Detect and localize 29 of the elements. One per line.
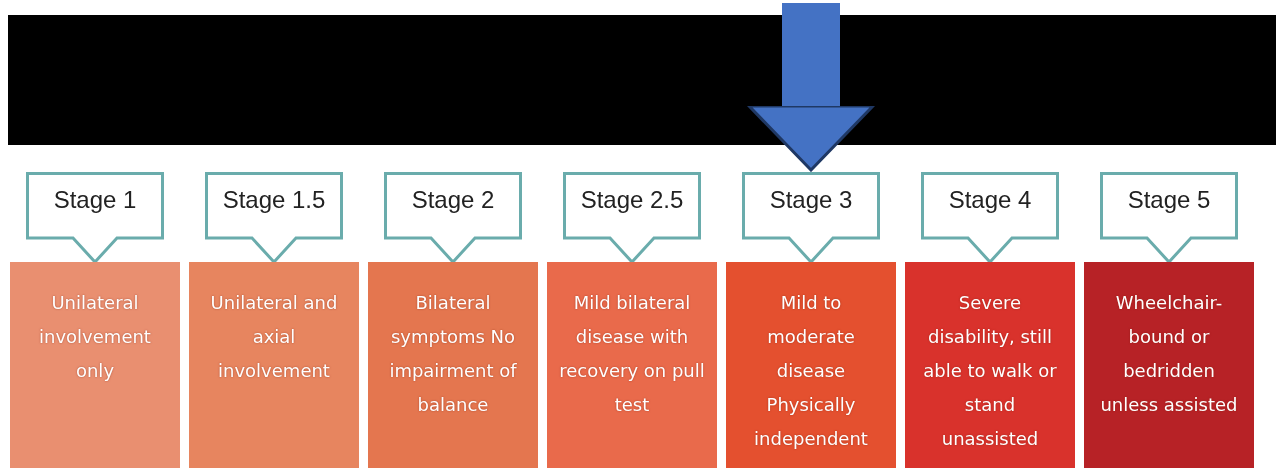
block-arrow [747,3,875,172]
stage-label: Stage 1.5 [221,186,327,214]
stage-description: Bilateral symptoms No impairment of balance [388,291,518,417]
stage-description: Unilateral involvement only [38,291,152,383]
stage-callout [563,172,701,264]
stage-label: Stage 2 [410,186,496,214]
stage-callout [742,172,880,264]
stage-callout [921,172,1059,264]
stage-description-box [1084,262,1254,468]
stage-description: Mild to moderate disease Physically independent [753,291,869,451]
stage-label: Stage 3 [768,186,854,214]
stage-callout [1100,172,1238,264]
stage-description-box [368,262,538,468]
stage-callout [26,172,164,264]
stage-label: Stage 1 [52,186,138,214]
stage-description-box [189,262,359,468]
stage-description-box [547,262,717,468]
stage-callout [205,172,343,264]
stage-description: Severe disability, still able to walk or stand unassisted [922,291,1058,451]
stage-description-box [10,262,180,468]
stage-label: Stage 4 [947,186,1033,214]
stage-description-box [726,262,896,468]
stage-description: Unilateral and axial involvement [209,291,339,383]
stage-description: Wheelchair-bound or bedridden unless assisted [1099,291,1239,417]
stage-label: Stage 2.5 [579,186,685,214]
stage-callout [384,172,522,264]
stage-description: Mild bilateral disease with recovery on pull test [558,291,706,417]
stage-description-box [905,262,1075,468]
stage-label: Stage 5 [1126,186,1212,214]
